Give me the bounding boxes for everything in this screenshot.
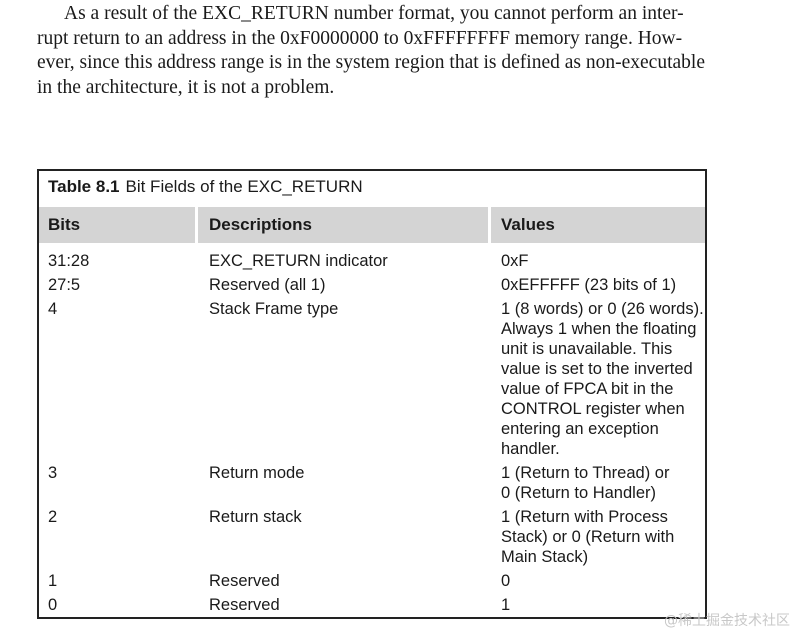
cell-bits: 0 [48, 596, 58, 614]
cell-value: 0 [501, 571, 510, 591]
cell-value: 1 (Return to Thread) or 0 (Return to Han… [501, 463, 669, 503]
watermark: @稀土掘金技术社区 [664, 613, 790, 629]
value-line: value is set to the inverted [501, 360, 693, 378]
value-line: 0 [501, 572, 511, 590]
value-line: Stack) or 0 (Return with [501, 528, 675, 546]
cell-value: 0xF [501, 251, 529, 271]
paragraph-line: in the architecture, it is not a problem… [37, 76, 335, 98]
cell-bits: 27:5 [48, 276, 81, 294]
value-line: 1 (Return with Process [501, 508, 668, 526]
cell-bits: 31:28 [48, 252, 90, 270]
value-line: 1 (8 words) or 0 (26 words). [501, 300, 704, 318]
body-paragraph: As a result of the EXC_RETURN number for… [37, 2, 717, 100]
cell-description: Reserved [209, 572, 280, 590]
value-line: Main Stack) [501, 548, 589, 566]
table-title: Bit Fields of the EXC_RETURN [125, 177, 363, 196]
cell-description: Reserved [209, 596, 280, 614]
value-line: unit is unavailable. This [501, 340, 673, 358]
cell-description: Return mode [209, 464, 305, 482]
value-line: 0xF [501, 252, 529, 270]
header-descriptions: Descriptions [198, 207, 488, 243]
paragraph-line: ever, since this address range is in the… [37, 52, 705, 73]
cell-description: EXC_RETURN indicator [209, 252, 388, 270]
value-line: value of FPCA bit in the [501, 380, 674, 398]
table-header: Bits Descriptions Values [39, 207, 705, 243]
cell-description: Return stack [209, 508, 302, 526]
header-values: Values [491, 207, 705, 243]
cell-bits: 1 [48, 572, 58, 590]
header-bits: Bits [39, 207, 195, 243]
value-line: 0xEFFFFF (23 bits of 1) [501, 276, 677, 294]
cell-description: Reserved (all 1) [209, 276, 326, 294]
cell-description: Stack Frame type [209, 300, 339, 318]
cell-value: 1 (Return with Process Stack) or 0 (Retu… [501, 507, 674, 567]
paragraph-line: As a result of the EXC_RETURN number for… [64, 3, 684, 24]
paragraph-line: rupt return to an address in the 0xF0000… [37, 27, 683, 49]
bit-fields-table: Table 8.1 Bit Fields of the EXC_RETURN Bi… [37, 169, 707, 619]
value-line: entering an exception [501, 420, 659, 438]
value-line: 0 (Return to Handler) [501, 484, 656, 502]
table-number: Table 8.1 [48, 177, 120, 196]
cell-bits: 2 [48, 508, 58, 526]
value-line: handler. [501, 440, 560, 458]
value-line: 1 [501, 596, 511, 614]
cell-bits: 3 [48, 464, 58, 482]
value-line: Always 1 when the floating [501, 320, 697, 338]
value-line: 1 (Return to Thread) or [501, 464, 670, 482]
cell-value: 0xEFFFFF (23 bits of 1) [501, 275, 676, 295]
cell-value: 1 (8 words) or 0 (26 words). Always 1 wh… [501, 299, 704, 459]
value-line: CONTROL register when [501, 400, 685, 418]
cell-bits: 4 [48, 300, 58, 318]
table-caption: Table 8.1 Bit Fields of the EXC_RETURN [48, 177, 363, 197]
cell-value: 1 [501, 595, 510, 615]
